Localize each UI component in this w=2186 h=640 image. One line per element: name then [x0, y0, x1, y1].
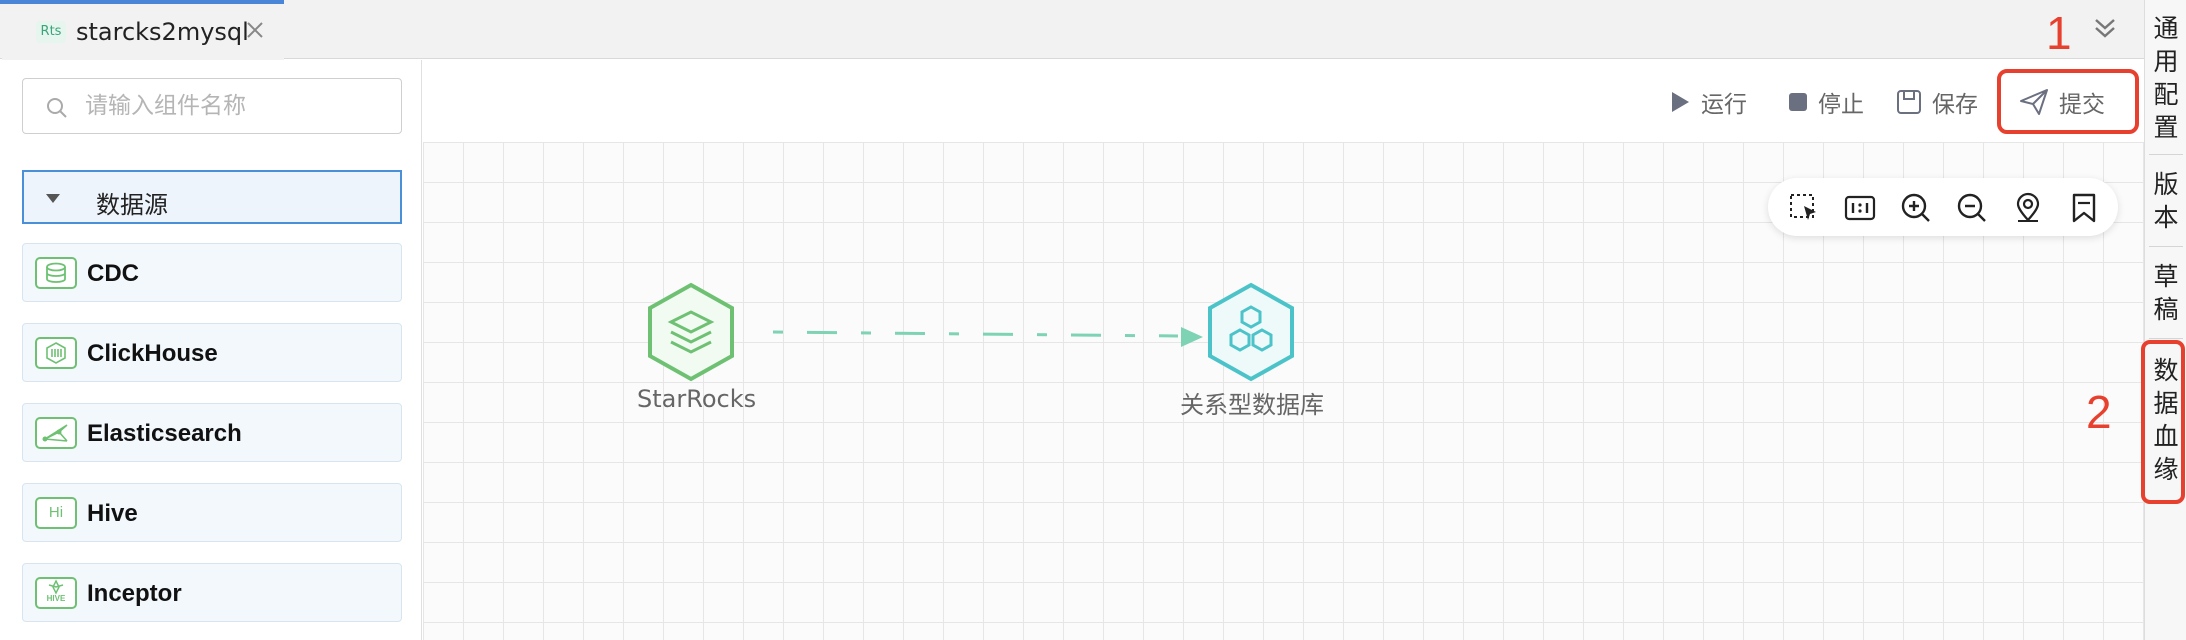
- annotation-marker-1: 1: [2046, 7, 2072, 59]
- zoom-out-icon[interactable]: [1956, 192, 1988, 224]
- hive-icon: Hi: [35, 497, 77, 529]
- component-hive[interactable]: Hi Hive: [22, 483, 402, 542]
- search-input[interactable]: [85, 79, 385, 133]
- component-cdc[interactable]: CDC: [22, 243, 402, 302]
- rail-char: 本: [2153, 203, 2179, 232]
- rail-char: 置: [2153, 113, 2179, 142]
- rail-char: 用: [2153, 47, 2179, 76]
- rail-version[interactable]: 版 本: [2145, 168, 2186, 234]
- database-icon: [35, 257, 77, 289]
- save-button[interactable]: 保存: [1896, 84, 1978, 120]
- search-box[interactable]: [22, 78, 402, 134]
- edge-starrocks-to-rdb: [772, 330, 1179, 338]
- hexagons-icon: [1208, 282, 1294, 382]
- component-label: Elasticsearch: [87, 420, 242, 447]
- rail-general-config[interactable]: 通 用 配 置: [2145, 12, 2186, 144]
- annotation-marker-2: 2: [2086, 386, 2112, 438]
- rail-char: 草: [2153, 262, 2179, 291]
- locate-icon[interactable]: [2012, 192, 2044, 224]
- edge-arrowhead: [1181, 327, 1203, 347]
- component-label: Inceptor: [87, 580, 182, 607]
- rail-divider: [2149, 338, 2183, 339]
- canvas-toolbar: 运行 停止 保存 提交: [423, 60, 2144, 142]
- stop-icon: [1789, 93, 1807, 111]
- inceptor-icon-text: HIVE: [46, 594, 66, 603]
- component-label: ClickHouse: [87, 340, 218, 367]
- tab-bar: Rts starcks2mysql: [0, 0, 2144, 60]
- submit-button[interactable]: 提交: [2019, 84, 2105, 120]
- rail-char: 版: [2153, 170, 2179, 199]
- tab-starcks2mysql[interactable]: Rts starcks2mysql: [2, 4, 284, 60]
- rail-data-lineage[interactable]: 数 据 血 缘: [2145, 354, 2186, 486]
- flow-edges: [772, 327, 1203, 347]
- inceptor-icon: HIVE: [35, 577, 77, 609]
- stop-label: 停止: [1818, 92, 1864, 118]
- canvas-tools: [1768, 178, 2118, 236]
- right-rail: 通 用 配 置 版 本 草 稿 数 据 血 缘: [2144, 0, 2186, 640]
- rail-char: 配: [2153, 80, 2179, 109]
- node-relational-db[interactable]: [1206, 282, 1296, 387]
- run-button[interactable]: 运行: [1669, 84, 1747, 120]
- bookmark-icon[interactable]: [2068, 192, 2100, 224]
- group-label: 数据源: [96, 191, 168, 219]
- rail-draft[interactable]: 草 稿: [2145, 260, 2186, 326]
- save-icon: [1897, 90, 1921, 114]
- rail-divider: [2149, 154, 2183, 155]
- component-label: CDC: [87, 260, 139, 287]
- stop-button[interactable]: 停止: [1788, 84, 1864, 120]
- rail-char: 血: [2153, 422, 2179, 451]
- component-label: Hive: [87, 500, 138, 527]
- rail-char: 缘: [2153, 455, 2179, 484]
- node-label-starrocks: StarRocks: [637, 385, 757, 413]
- submit-label: 提交: [2059, 92, 2105, 118]
- save-label: 保存: [1932, 92, 1978, 118]
- rail-char: 通: [2153, 14, 2179, 43]
- search-icon: [47, 98, 67, 118]
- lineage-highlight-box: [2141, 340, 2185, 504]
- active-tab-indicator: [0, 0, 284, 4]
- rail-divider: [2149, 246, 2183, 247]
- rail-char: 据: [2153, 389, 2179, 418]
- elasticsearch-icon: [35, 417, 77, 449]
- component-panel: 数据源 CDC ClickHouse Elasticsearch Hi Hive: [0, 60, 422, 640]
- tab-title: starcks2mysql: [76, 18, 249, 46]
- send-icon: [2020, 89, 2048, 115]
- rail-char: 数: [2153, 356, 2179, 385]
- caret-down-icon: [46, 194, 60, 203]
- component-inceptor[interactable]: HIVE Inceptor: [22, 563, 402, 622]
- tab-badge: Rts: [36, 21, 66, 43]
- group-datasource[interactable]: 数据源: [22, 170, 402, 224]
- clickhouse-icon: [35, 337, 77, 369]
- close-icon[interactable]: [243, 18, 267, 42]
- flow-canvas[interactable]: StarRocks 关系型数据库: [423, 142, 2144, 640]
- component-elasticsearch[interactable]: Elasticsearch: [22, 403, 402, 462]
- play-icon: [1672, 92, 1689, 112]
- submit-highlight-box: [1997, 69, 2139, 134]
- double-chevron-down-icon[interactable]: [2090, 14, 2120, 44]
- select-icon[interactable]: [1788, 192, 1820, 224]
- actual-size-icon[interactable]: [1844, 192, 1876, 224]
- run-label: 运行: [1701, 92, 1747, 118]
- node-starrocks[interactable]: [646, 282, 736, 387]
- component-clickhouse[interactable]: ClickHouse: [22, 323, 402, 382]
- zoom-in-icon[interactable]: [1900, 192, 1932, 224]
- layers-icon: [648, 282, 734, 382]
- node-label-relational-db: 关系型数据库: [1180, 391, 1324, 419]
- rail-char: 稿: [2153, 295, 2179, 324]
